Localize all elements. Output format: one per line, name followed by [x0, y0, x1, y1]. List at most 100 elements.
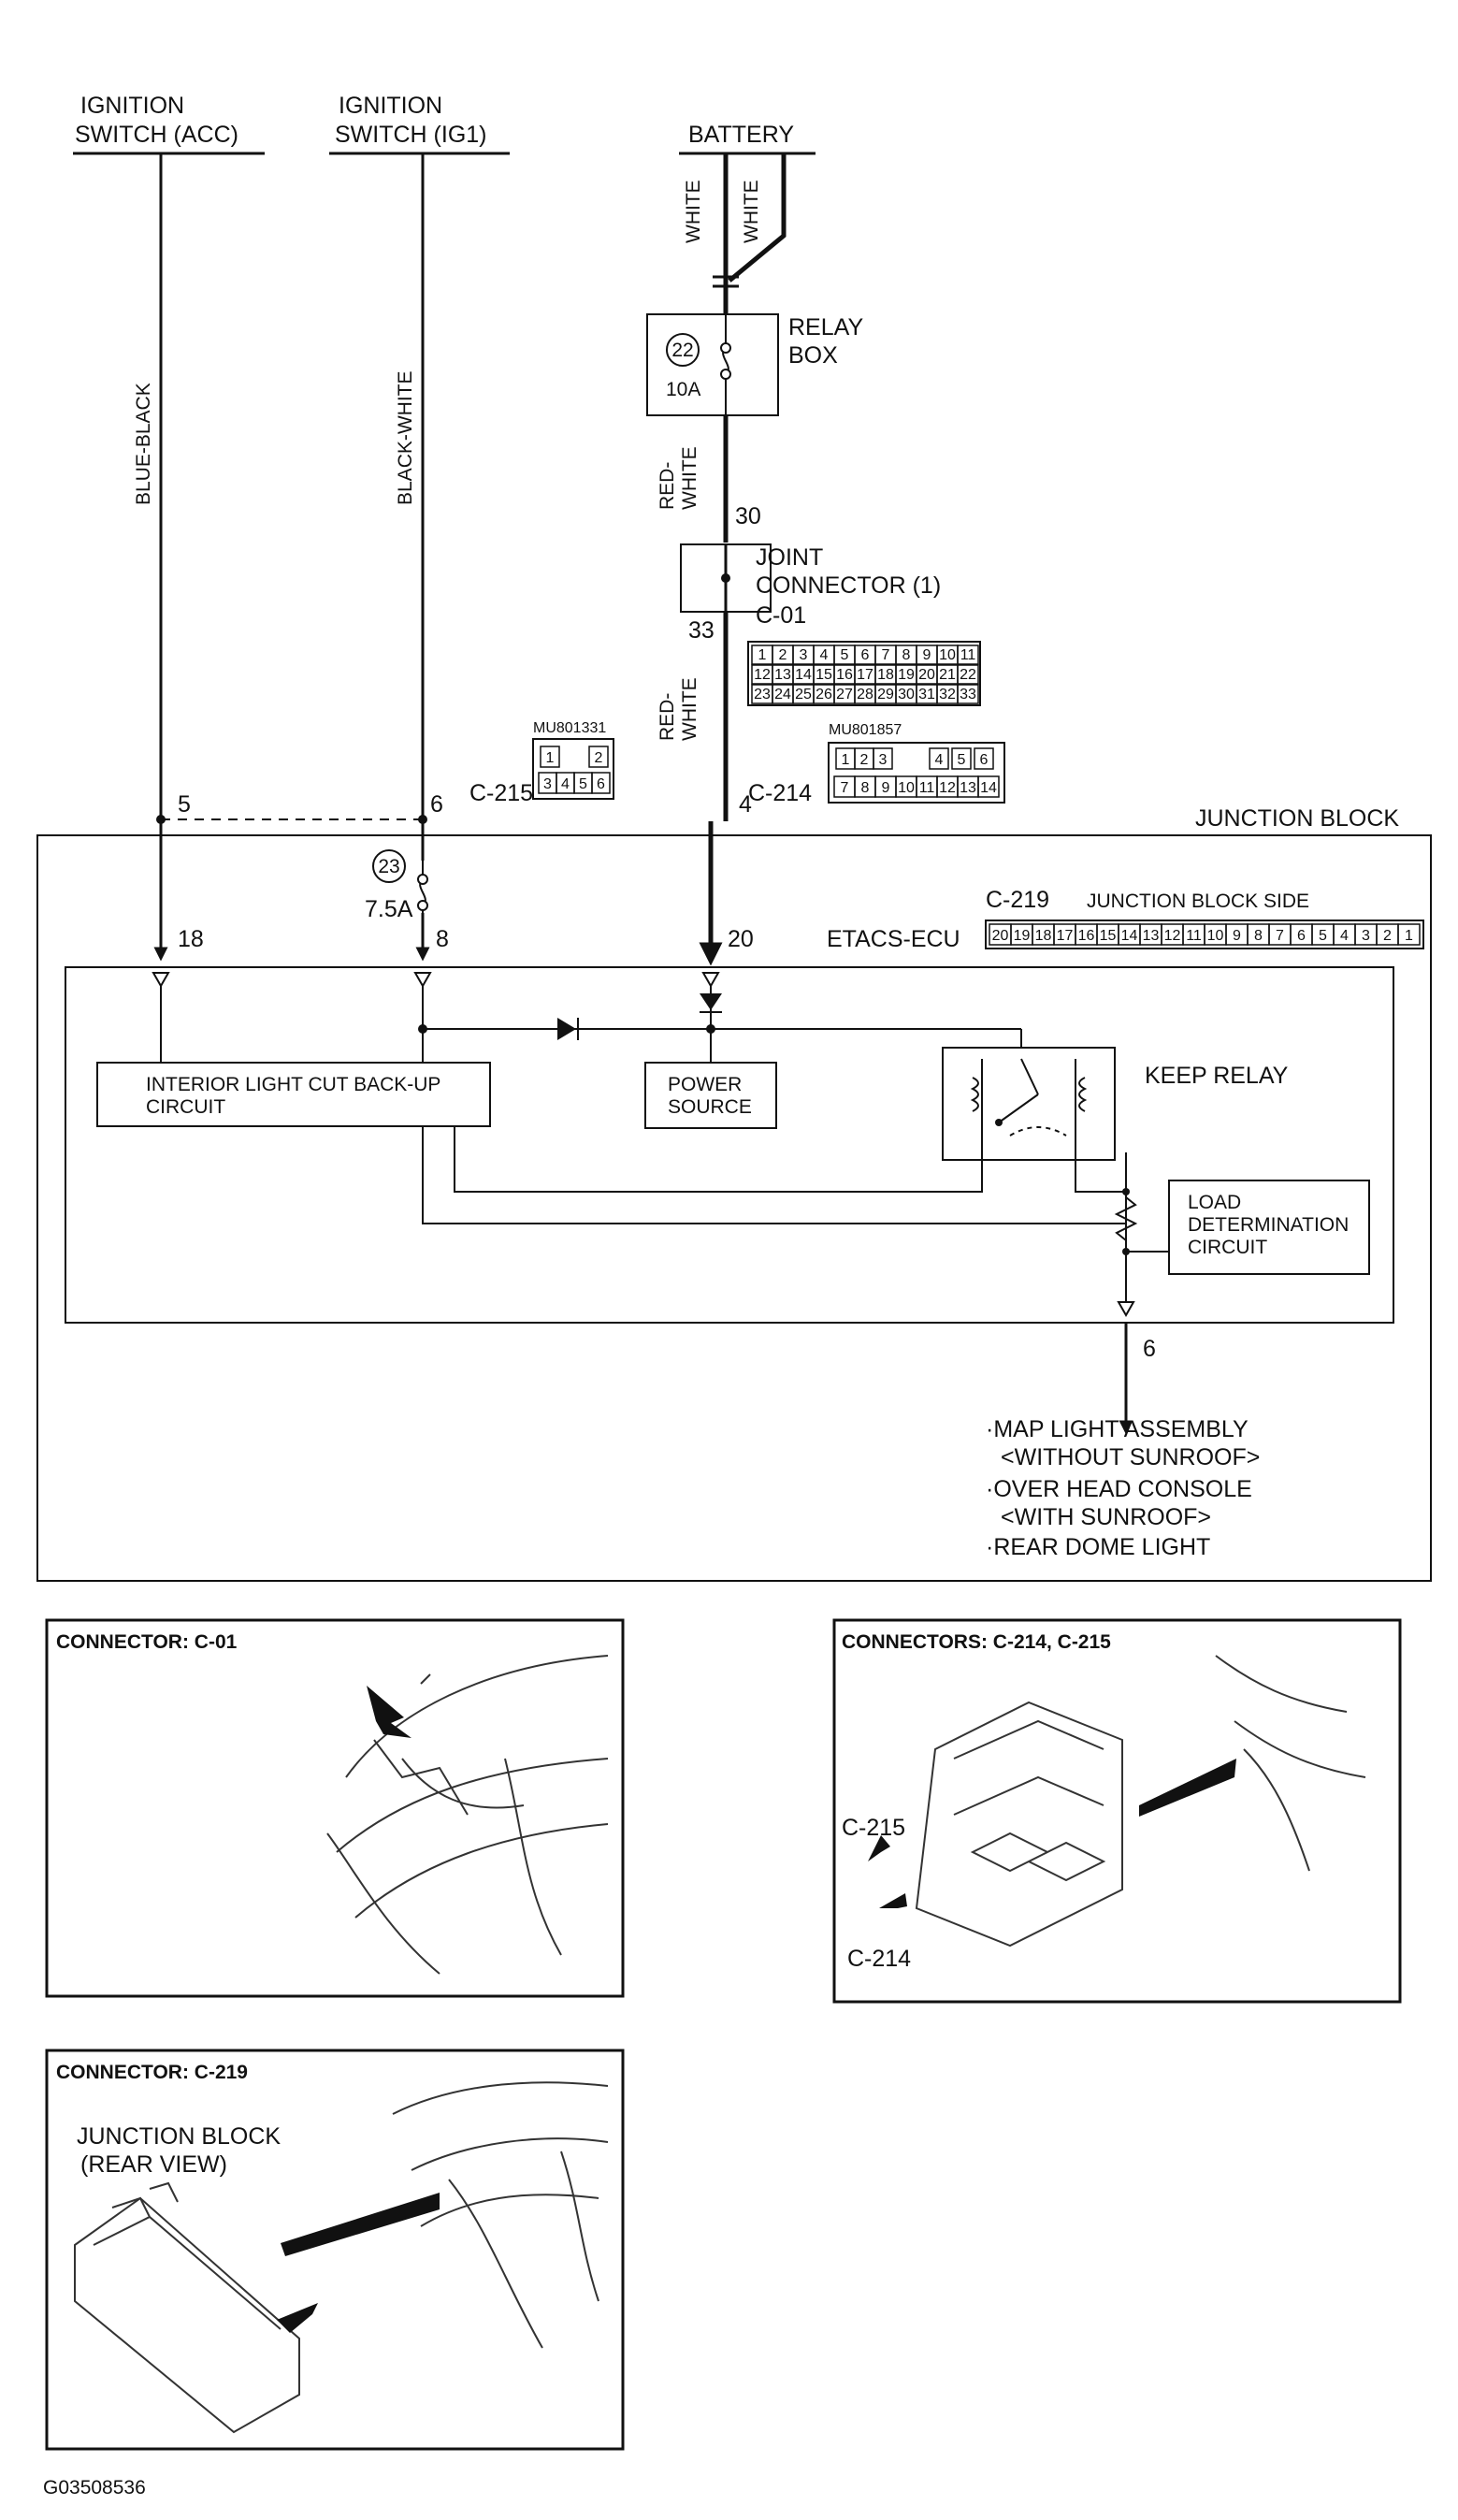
c214-pin-3: 3: [879, 752, 888, 768]
c219-pin-19: 19: [1014, 928, 1031, 944]
c219-pin-12: 12: [1164, 928, 1181, 944]
c214-pointer-arrow: [879, 1893, 907, 1908]
wire-label-red-white-1a: RED-: [657, 462, 678, 510]
c01-pin-11-cell: [957, 644, 979, 665]
c215-pin-1-cell: [540, 746, 560, 768]
c214-pin-7: 7: [841, 780, 849, 796]
c214-pin-14: 14: [980, 780, 997, 796]
source-acc: IGNITION SWITCH (ACC): [73, 93, 265, 155]
c215-pin-6-cell: [591, 772, 611, 794]
c01-pin-24: 24: [774, 687, 791, 702]
output-line-2: <WITHOUT SUNROOF>: [1001, 1444, 1260, 1470]
c01-pin-26: 26: [816, 687, 832, 702]
joint-pin-in: 30: [735, 503, 761, 529]
source-ig1-line2: SWITCH (IG1): [335, 122, 487, 148]
c214-location-illustration: [868, 1655, 1366, 1948]
source-ig1-line1: IGNITION: [339, 93, 442, 119]
c219-id: C-219: [986, 887, 1049, 913]
source-ig1: IGNITION SWITCH (IG1): [329, 93, 510, 155]
c215-pin-2-cell: [588, 746, 609, 768]
c01-pin-7: 7: [882, 647, 890, 663]
c01-location-illustration: [326, 1655, 609, 1975]
panel-c01: CONNECTOR: C-01: [45, 1618, 625, 1998]
panel-c01-title: CONNECTOR: C-01: [56, 1631, 238, 1653]
c214-pin-11: 11: [919, 780, 935, 796]
c219-location-illustration: [74, 2081, 609, 2434]
c215-id: C-215: [469, 780, 533, 806]
c219-pin-2: 2: [1383, 928, 1392, 944]
load-det-line3: CIRCUIT: [1188, 1237, 1267, 1258]
c219-side-label: JUNCTION BLOCK SIDE: [1087, 891, 1309, 912]
interior-light-line2: CIRCUIT: [146, 1096, 225, 1118]
c215-callout: C-215: [842, 1815, 905, 1841]
wire-label-blue-black: BLUE-BLACK: [133, 383, 154, 505]
fuse-23-rating: 7.5A: [365, 896, 413, 922]
c01-pin-33: 33: [960, 687, 976, 702]
diode-symbol: [557, 1018, 576, 1040]
c215-pointer-arrow: [868, 1835, 890, 1861]
c01-pin-15: 15: [816, 667, 832, 683]
fuse-23-number: 23: [378, 856, 399, 877]
ecu-label: ETACS-ECU: [827, 926, 960, 952]
c01-pin-4: 4: [820, 647, 829, 663]
c219-pin-11: 11: [1186, 928, 1202, 944]
c219-pin-13: 13: [1143, 928, 1160, 944]
relay-box-label-line2: BOX: [788, 342, 838, 369]
c219-pin-20: 20: [992, 928, 1009, 944]
c215-pin-3: 3: [543, 776, 552, 792]
c215-pin-4: 4: [561, 776, 570, 792]
c01-pin-19: 19: [898, 667, 915, 683]
power-source-line2: SOURCE: [668, 1096, 752, 1118]
relay-coil-left: [970, 1077, 979, 1112]
c219-caption-line2: (REAR VIEW): [80, 2151, 227, 2178]
c219-view-beam: [281, 2193, 440, 2256]
c214-pin-13: 13: [960, 780, 976, 796]
panel-c219: CONNECTOR: C-219 JUNCTION BLOCK (REAR VI…: [45, 2049, 625, 2451]
c215-part-number: MU801331: [533, 720, 606, 736]
c219-pin-5: 5: [1319, 928, 1327, 944]
c01-pin-28: 28: [857, 687, 873, 702]
joint-label-line2: CONNECTOR (1): [756, 572, 941, 599]
c01-pin-21: 21: [939, 667, 956, 683]
jb-pin-ig1-out: 8: [436, 926, 449, 952]
jb-pin-acc-out: 18: [178, 926, 204, 952]
c219-pin-10: 10: [1207, 928, 1224, 944]
c219-pin-16: 16: [1078, 928, 1095, 944]
c214-pin-8: 8: [861, 780, 870, 796]
relay-fuse-rating: 10A: [666, 379, 700, 400]
output-line-4: <WITH SUNROOF>: [1001, 1504, 1211, 1530]
c01-pin-9: 9: [923, 647, 931, 663]
c01-pin-30: 30: [898, 687, 915, 702]
battery-diode-symbol: [700, 993, 722, 1010]
output-line-3: ·OVER HEAD CONSOLE: [986, 1476, 1252, 1502]
keep-relay-box: [942, 1047, 1116, 1161]
power-source-line1: POWER: [668, 1074, 742, 1095]
jb-pin-bat-out: 20: [728, 926, 754, 952]
c01-pin-3: 3: [800, 647, 808, 663]
c01-pin-10: 10: [939, 647, 956, 663]
c01-pin-12: 12: [754, 667, 771, 683]
c215-pin-2: 2: [595, 750, 603, 766]
c214-pin-10: 10: [898, 780, 915, 796]
c214-pin-12: 12: [939, 780, 956, 796]
c214-pin-14-cell: [977, 775, 1000, 798]
c01-pin-27: 27: [836, 687, 853, 702]
wire-label-white-b: WHITE: [741, 180, 762, 243]
load-determination-box: [1168, 1180, 1370, 1275]
jb-pin-ig1-in: 6: [430, 791, 443, 818]
c214-view-beam: [1139, 1759, 1236, 1817]
c01-pin-2: 2: [779, 647, 787, 663]
c01-pin-5: 5: [841, 647, 849, 663]
c01-pin-17: 17: [857, 667, 873, 683]
relay-coil-right: [1078, 1077, 1088, 1112]
c219-pin-6: 6: [1297, 928, 1306, 944]
source-acc-line2: SWITCH (ACC): [75, 122, 238, 148]
c219-pin-7: 7: [1276, 928, 1284, 944]
load-det-line2: DETERMINATION: [1188, 1214, 1349, 1236]
c219-pin-3: 3: [1362, 928, 1370, 944]
c219-pin-1: 1: [1405, 928, 1413, 944]
c01-pin-20: 20: [918, 667, 935, 683]
